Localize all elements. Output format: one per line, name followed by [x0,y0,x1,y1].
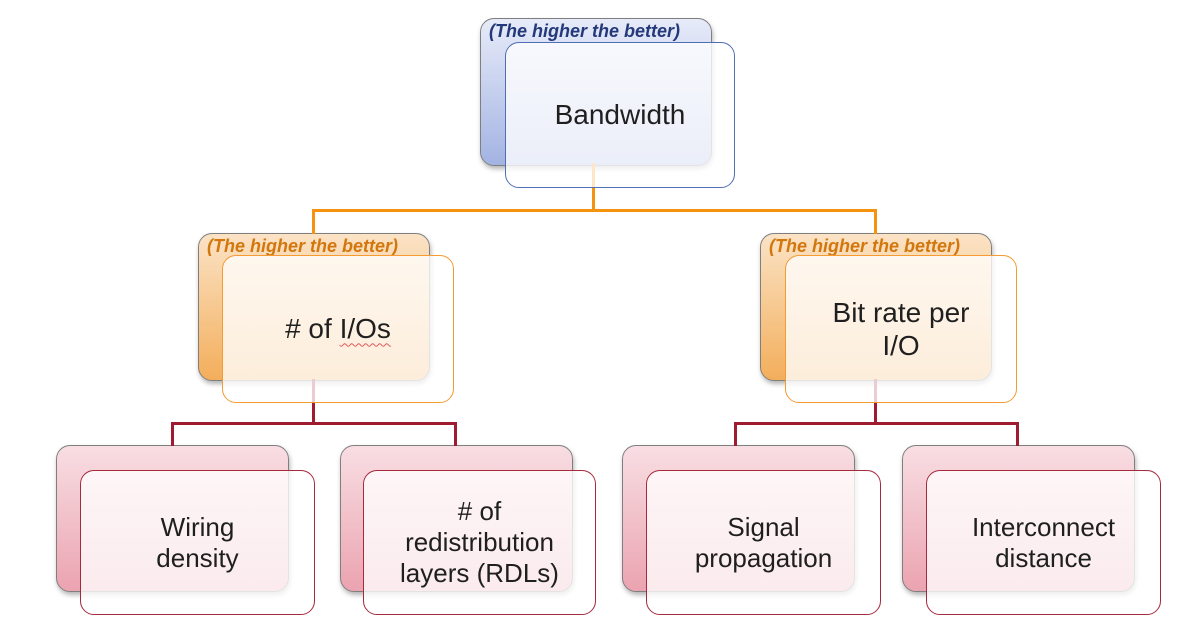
connector-bitrate-horizontal [734,422,1019,425]
node-wiring-density-front-card: Wiring density [80,470,315,615]
node-bit-rate-label: Bit rate per I/O [832,296,970,361]
node-bit-rate-front-card: Bit rate per I/O [785,255,1017,403]
node-rdl-front-card: # of redistribution layers (RDLs) [363,470,596,615]
node-bandwidth-tag: (The higher the better) [489,21,681,41]
node-bit-rate-tag: (The higher the better) [769,236,961,256]
node-wiring-density-label: Wiring density [156,511,239,573]
node-bandwidth-front-card: Bandwidth [505,42,735,188]
node-num-ios-front-card: # of I/Os [222,255,454,403]
node-num-ios-label: # of I/Os [285,312,391,345]
connector-root-drop-left [312,209,315,234]
node-rdl-label: # of redistribution layers (RDLs) [400,496,559,588]
connector-ios-horizontal [171,422,457,425]
node-num-ios-label-prefix: # of [285,313,340,345]
connector-bitrate-drop-right [1016,422,1019,446]
connector-root-drop-right [874,209,877,234]
node-num-ios-tag: (The higher the better) [207,236,399,256]
connector-bitrate-drop-left [734,422,737,446]
connector-ios-drop-right [454,422,457,446]
node-interconnect-distance-label: Interconnect distance [971,511,1116,573]
node-signal-propagation-label: Signal propagation [694,511,833,573]
connector-ios-drop-left [171,422,174,446]
connector-root-horizontal [312,209,877,212]
node-bandwidth-label: Bandwidth [554,99,686,131]
node-interconnect-distance-front-card: Interconnect distance [926,470,1161,615]
node-signal-propagation-front-card: Signal propagation [646,470,881,615]
node-num-ios-label-spellcheck: I/Os [339,313,391,345]
